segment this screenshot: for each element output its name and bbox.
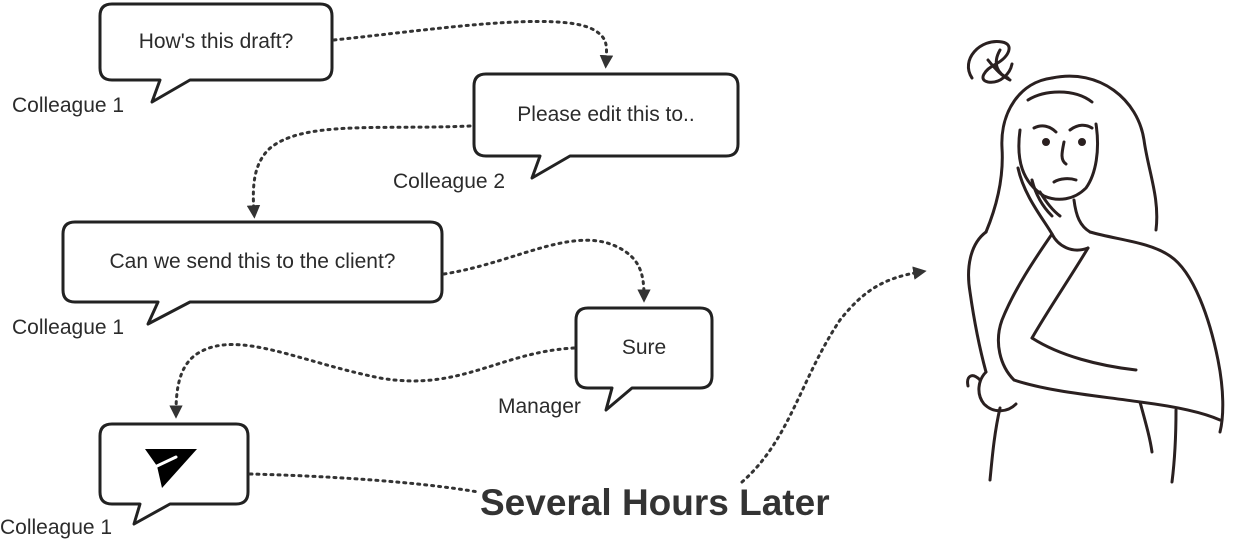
bubble-4-outline [574,306,714,412]
bubble-2-text: Please edit this to.. [517,103,695,126]
speaker-label: Manager [498,395,581,418]
bubble-1-text: How's this draft? [138,30,294,53]
connector-2 [246,124,472,219]
bubble-3-outline [61,220,444,326]
connector-4 [169,343,576,419]
speaker-label: Colleague 1 [12,94,125,117]
send-icon [145,449,197,488]
connector-6 [740,266,927,484]
bubble-4-text: Sure [621,336,667,359]
speaker-label: Colleague 1 [12,316,125,339]
time-lapse-caption: Several Hours Later [480,482,830,523]
speaker-label: Colleague 2 [393,170,506,193]
bubble-3-text: Can we send this to the client? [109,250,396,273]
bubble-1-outline [98,2,334,104]
bubble-2-outline [472,72,740,180]
speaker-label: Colleague 1 [0,516,113,539]
connector-5 [248,472,480,494]
connector-1 [332,19,614,69]
connector-3 [442,238,651,303]
worried-woman-illustration [966,40,1225,484]
